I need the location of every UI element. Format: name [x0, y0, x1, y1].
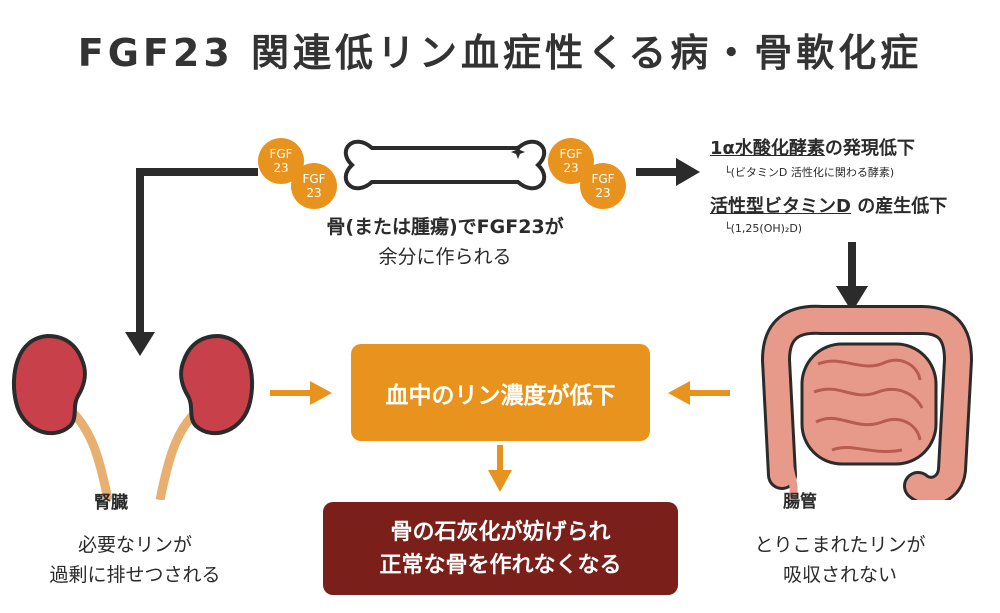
kidney-illustration	[11, 333, 255, 500]
bone-illustration	[343, 139, 547, 191]
result-box: 骨の石灰化が妨げられ 正常な骨を作れなくなる	[323, 502, 678, 595]
page-title: FGF23 関連低リン血症性くる病・骨軟化症	[77, 31, 923, 75]
kidney-caption: 必要なリンが 過剰に排せつされる	[20, 530, 250, 591]
arrow-intestine-to-center-head	[668, 381, 690, 405]
low-phosphate-box: 血中のリン濃度が低下	[351, 344, 650, 441]
arrow-to-kidney	[136, 168, 258, 338]
intestine-caption: とりこまれたリンが 吸収されない	[720, 530, 960, 591]
fgf23-badge-line2: 23	[563, 161, 579, 175]
result-line2: 正常な骨を作れなくなる	[379, 552, 622, 578]
result-line1: 骨の石灰化が妨げられ	[390, 519, 611, 545]
fgf23-badge-line2: 23	[595, 186, 611, 200]
bone-caption: 骨(または腫瘍)でFGF23が 余分に作られる	[300, 212, 590, 273]
vitd-note: (1,25(OH)₂D)	[730, 222, 803, 235]
intestine-caption-line1: とりこまれたリンが	[754, 534, 926, 556]
intestine-label: 腸管	[783, 492, 817, 512]
intestine-caption-line2: 吸収されない	[782, 564, 897, 587]
bone-caption-line2: 余分に作られる	[378, 246, 512, 269]
arrow-center-to-result-head	[488, 470, 512, 492]
enzyme-note: (ビタミンD 活性化に関わる酵素)	[730, 166, 895, 179]
vitd-name: 活性型ビタミンD	[710, 196, 851, 217]
fgf23-badge-line2: 23	[306, 186, 322, 200]
kidney-caption-line2: 過剰に排せつされる	[49, 564, 221, 587]
fgf23-badge: FGF 23	[291, 163, 337, 209]
fgf23-badge-line1: FGF	[302, 172, 326, 186]
effects-block: 1α水酸化酵素の発現低下 └(ビタミンD 活性化に関わる酵素) 活性型ビタミンD…	[710, 138, 948, 235]
intestine-illustration	[760, 304, 974, 500]
fgf23-badge-line2: 23	[273, 161, 289, 175]
fgf23-badge-line1: FGF	[559, 147, 583, 161]
kidney-label: 腎臓	[94, 493, 128, 513]
low-phosphate-text: 血中のリン濃度が低下	[385, 382, 616, 409]
fgf23-badge: FGF 23	[580, 163, 626, 209]
arrow-kidney-to-center-head	[310, 381, 332, 405]
fgf23-badge-line1: FGF	[591, 172, 615, 186]
enzyme-name: 1α水酸化酵素	[710, 138, 825, 159]
vitd-effect: の産生低下	[850, 196, 948, 217]
enzyme-effect: の発現低下	[824, 138, 915, 159]
fgf23-badge-line1: FGF	[269, 147, 293, 161]
arrow-to-intestine-head	[836, 286, 868, 312]
arrow-to-kidney-head	[125, 332, 155, 356]
bone-caption-line1: 骨(または腫瘍)でFGF23が	[326, 216, 564, 238]
arrow-to-effects-head	[676, 158, 700, 186]
kidney-caption-line1: 必要なリンが	[77, 534, 192, 556]
